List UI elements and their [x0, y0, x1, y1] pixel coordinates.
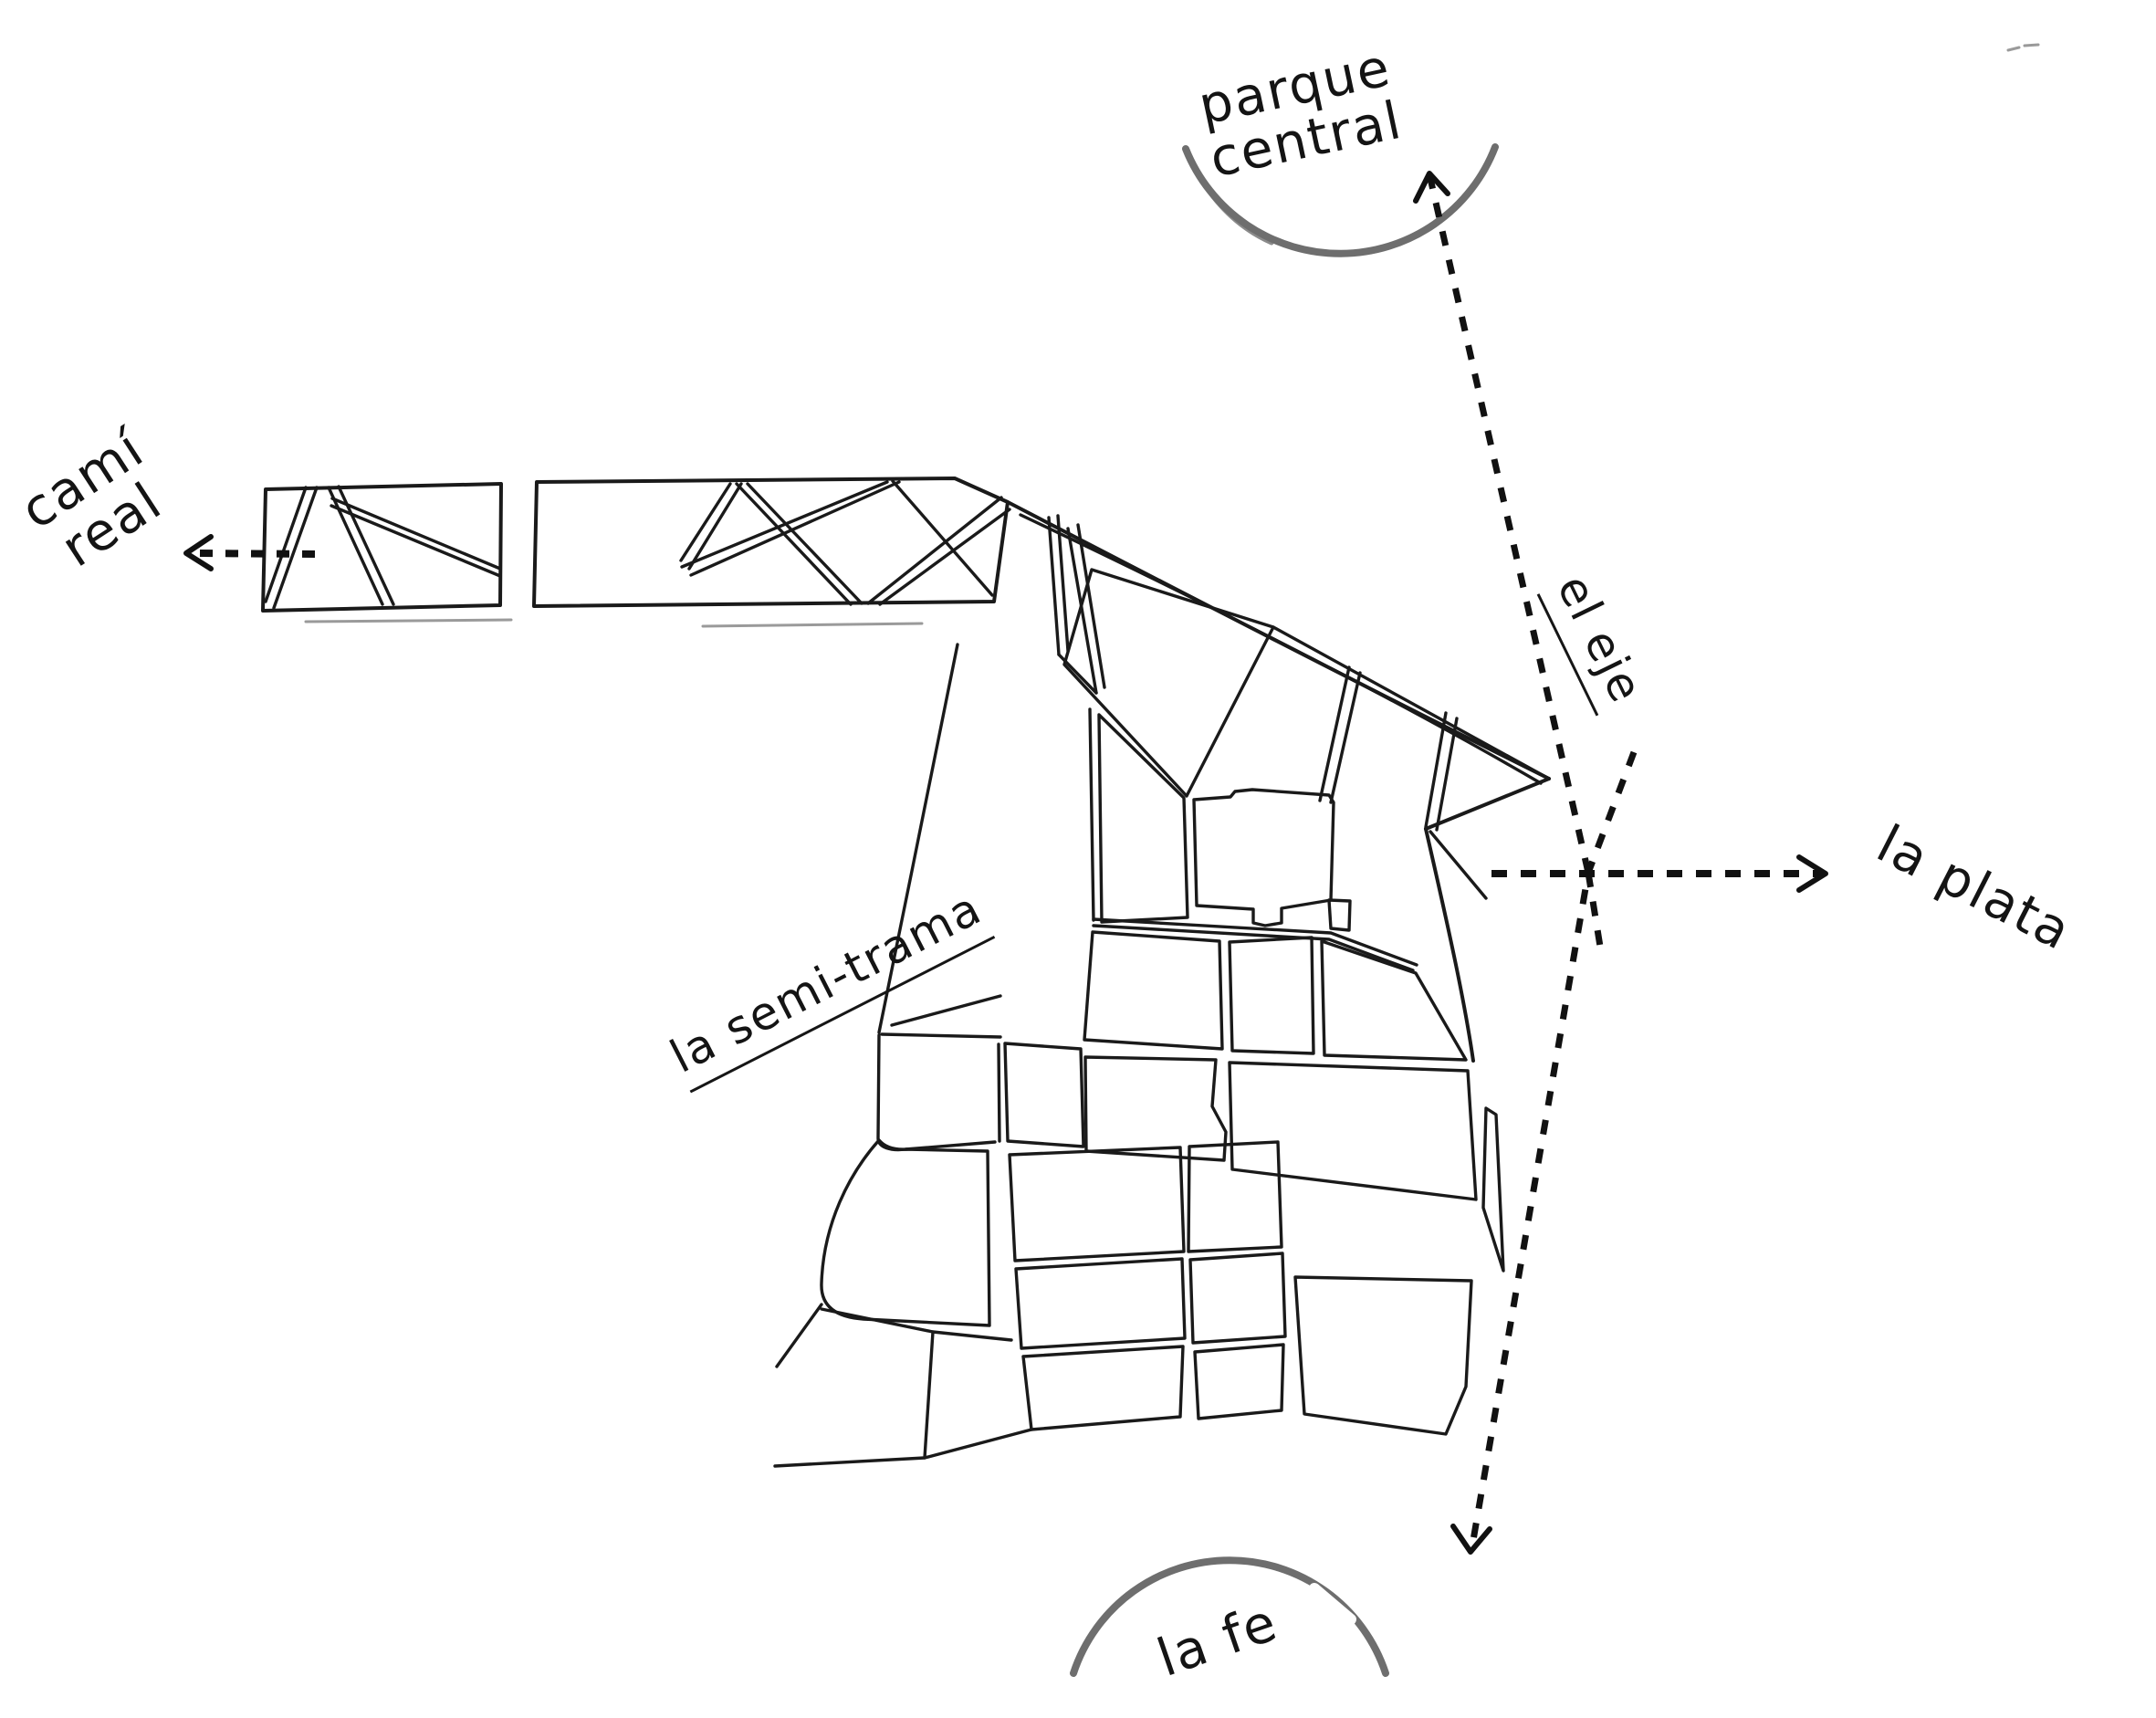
parque-central-arc — [1182, 143, 1499, 257]
block-rect-east — [532, 477, 1011, 608]
scan-shadow-marks — [304, 43, 2040, 628]
la-fe-arc — [1070, 1556, 1389, 1677]
arrowhead-down-icon — [1450, 1524, 1492, 1555]
la-plata-axis — [1491, 854, 1828, 893]
central-grid — [820, 643, 1505, 1436]
diagonal-band — [1006, 500, 1551, 1063]
block-rect-west — [261, 482, 503, 613]
arrowhead-up-icon — [1413, 171, 1450, 204]
cami-real-axis — [183, 534, 316, 571]
bottom-fringe — [773, 1303, 1033, 1468]
arrowhead-right-icon — [1796, 854, 1828, 893]
city-fabric — [261, 477, 1551, 1468]
axis-lines — [183, 171, 1828, 1555]
la-fe-axis — [1450, 750, 1638, 1555]
arrowhead-left-icon — [183, 534, 214, 571]
parque-central-axis — [1413, 171, 1605, 953]
